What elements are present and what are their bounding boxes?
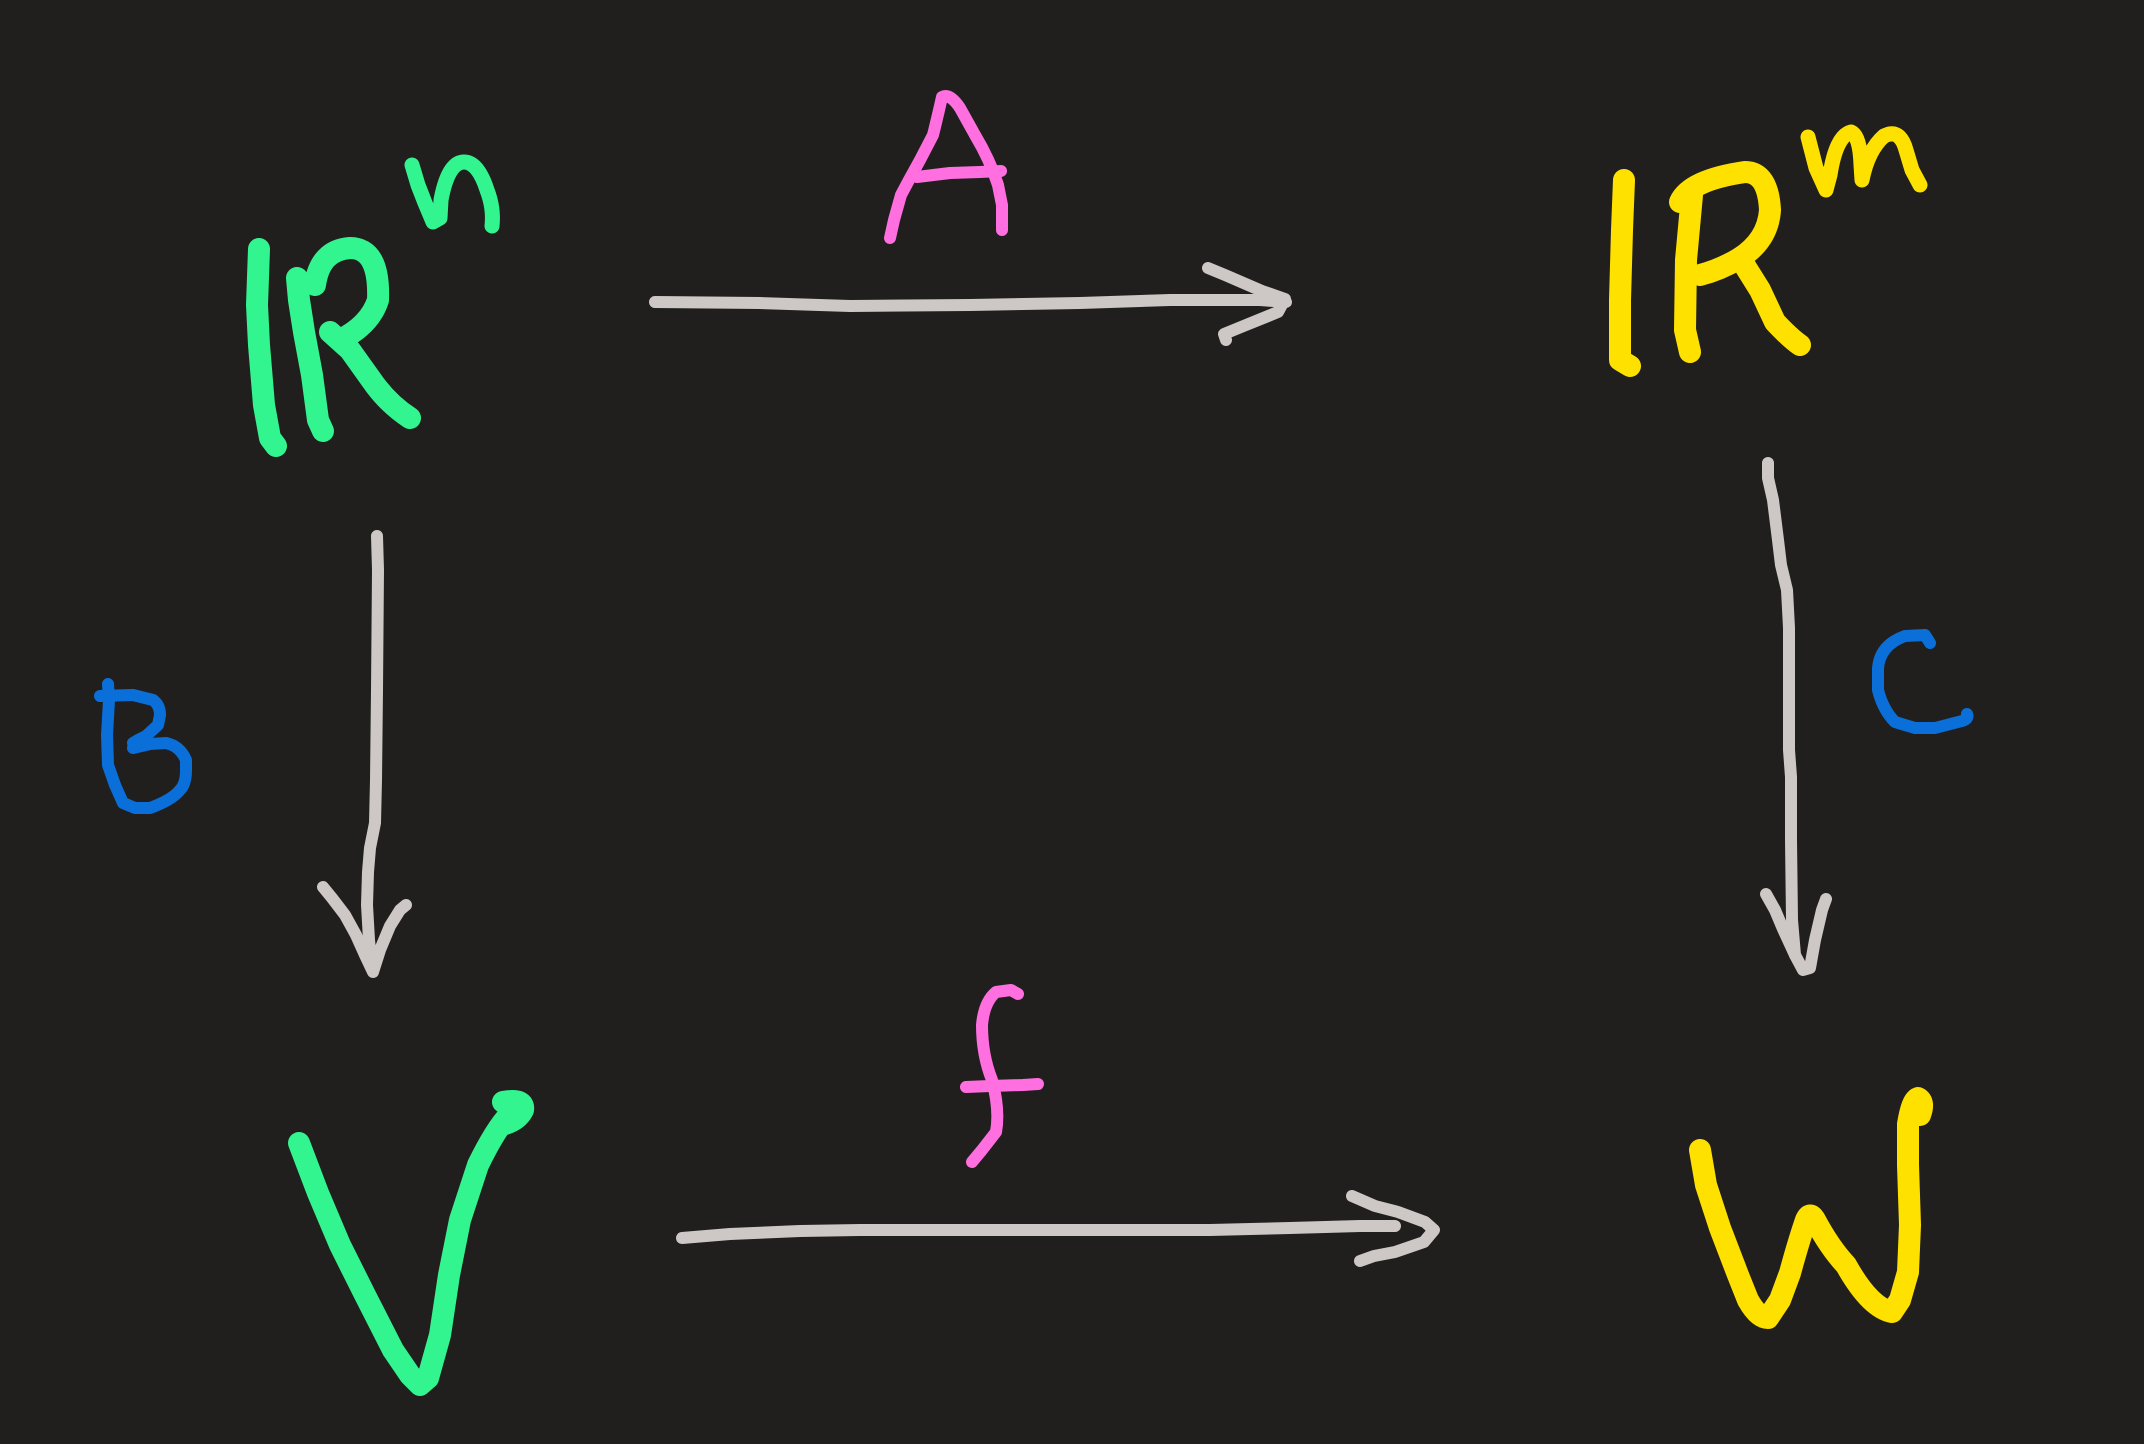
edge-c-label: C [1872,629,1974,734]
edge-b: B [94,530,412,978]
node-rn-symbol: ℝ [246,237,421,457]
edge-b-arrow-shaft [361,530,384,974]
edge-c: C [1760,457,1974,976]
edge-a-label: A [884,90,1008,244]
edge-a-arrow-shaft [649,294,1292,312]
edge-f-label: f [960,984,1044,1168]
edge-f: f [676,984,1440,1267]
edge-b-label: B [94,678,192,814]
node-rm: ℝ m [1609,124,1928,377]
edge-f-arrow-shaft [676,1220,1401,1244]
node-v: V [288,1090,535,1396]
edge-f-arrowhead [1346,1190,1440,1267]
node-rn-superscript: n [404,154,500,234]
node-rm-superscript: m [1800,124,1928,198]
node-rn: ℝ n [246,154,500,457]
edge-c-arrow-shaft [1762,457,1801,961]
node-rm-symbol: ℝ [1609,161,1811,377]
edge-b-arrowhead [317,881,412,978]
node-w: W [1689,1087,1934,1329]
edge-c-arrowhead [1760,888,1832,976]
edge-a-arrowhead [1202,262,1291,346]
edge-a: A [649,90,1292,346]
